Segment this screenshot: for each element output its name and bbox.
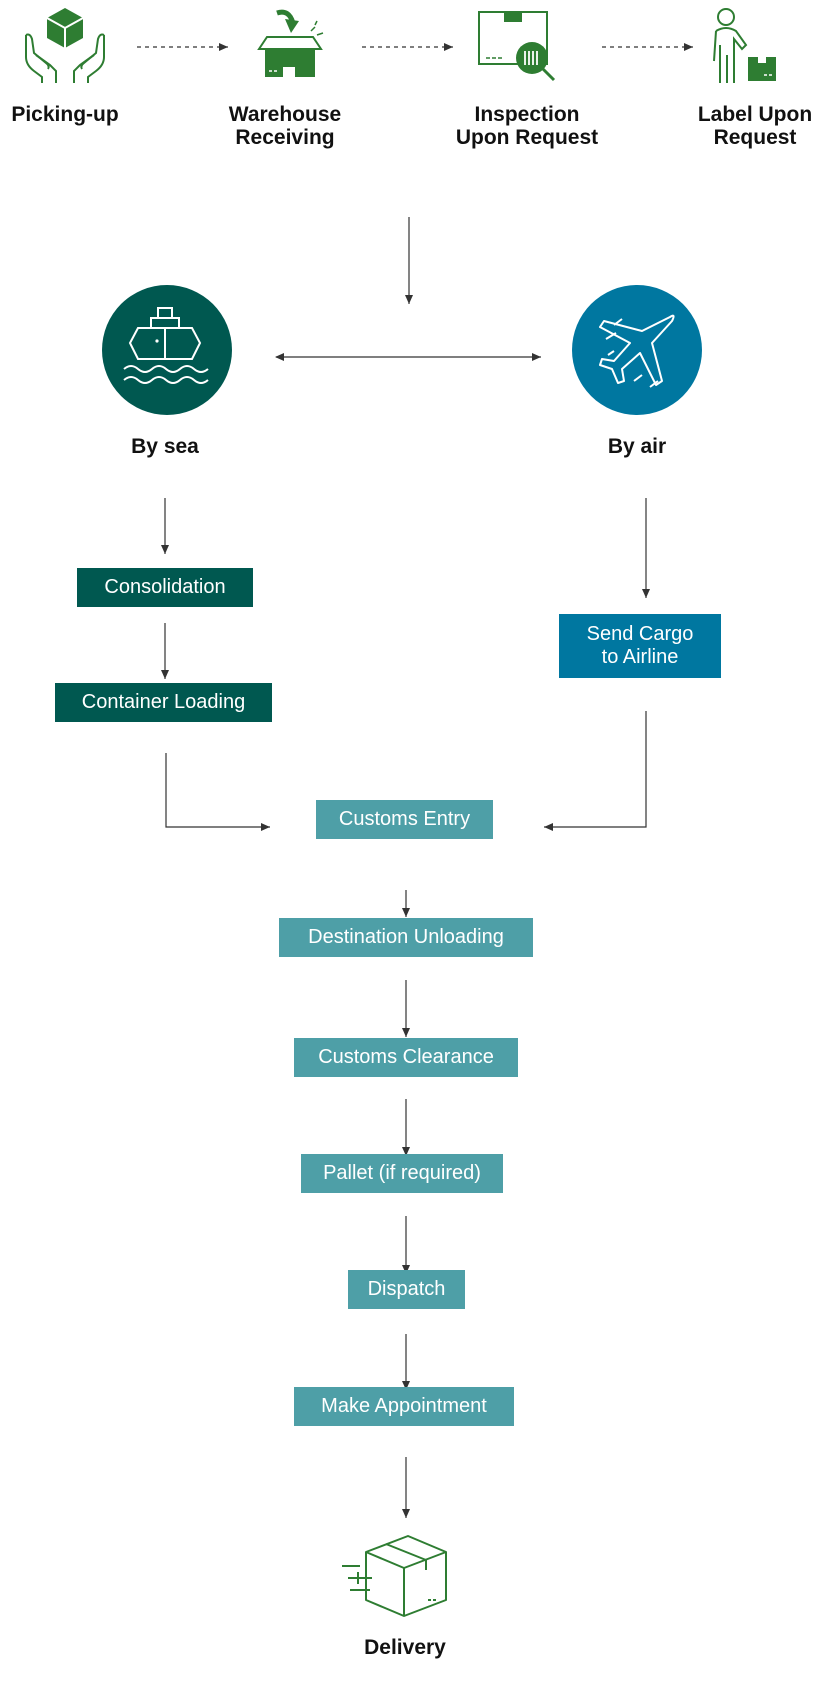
warehouse-icon [257,9,324,77]
sea-mode-circle [102,285,232,415]
ship-icon [123,307,209,384]
delivery-label: Delivery [364,1636,446,1659]
step-dispatch: Dispatch [348,1270,465,1309]
arrow-container-customs [165,753,270,831]
airplane-icon [599,314,675,388]
step-pallet: Pallet (if required) [301,1154,503,1193]
arrow-sendcargo-customs [544,711,647,831]
step-customs-clearance: Customs Clearance [294,1038,518,1077]
hands-box-icon [25,8,105,83]
step-label-picking-up: Picking-up [11,103,119,126]
inspection-icon [478,11,556,82]
step-customs-entry: Customs Entry [316,800,493,839]
delivery-box-icon [342,1535,447,1617]
air-mode-label: By air [607,435,667,458]
step-make-appointment: Make Appointment [294,1387,514,1426]
step-container-loading: Container Loading [55,683,272,722]
sea-mode-label: By sea [131,435,199,458]
air-mode-circle [572,285,702,415]
step-consolidation: Consolidation [77,568,253,607]
person-label-icon [713,8,776,83]
step-destination-unloading: Destination Unloading [279,918,533,957]
